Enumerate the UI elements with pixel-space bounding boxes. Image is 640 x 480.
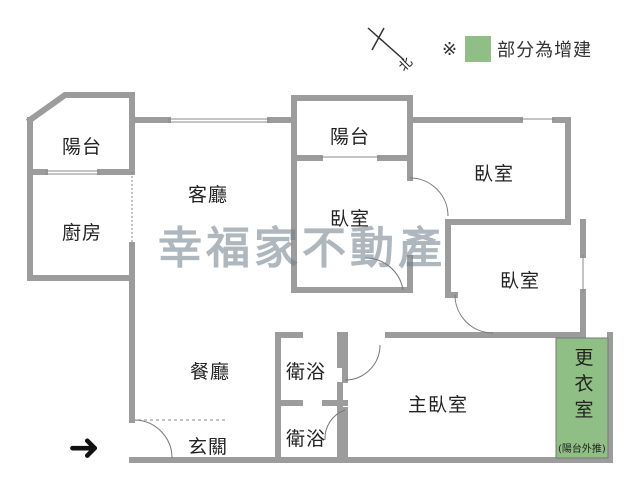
wall-balcony-left — [25, 92, 135, 125]
watermark-logo: 幸福家不動產 — [158, 223, 446, 274]
legend: ※ 部分為增建 — [442, 36, 592, 62]
room-entrance: 玄關 — [188, 436, 229, 458]
entry-arrow-icon: ➜ — [68, 425, 100, 469]
room-kitchen: 廚房 — [62, 222, 103, 244]
room-balcony-center: 陽台 — [330, 126, 371, 148]
north-icon-label: 北 — [396, 55, 416, 75]
closet-char-2: 衣 — [574, 373, 594, 395]
north-compass — [367, 27, 405, 61]
door-swing-center — [409, 177, 449, 217]
room-bath-2: 衛浴 — [286, 428, 327, 450]
wall-right-bedroom — [445, 219, 458, 298]
room-bath-1: 衛浴 — [286, 361, 327, 383]
legend-swatch — [465, 36, 492, 62]
room-bedroom-right: 臥室 — [500, 270, 541, 292]
closet-char-1: 更 — [574, 347, 594, 369]
legend-text: 部分為增建 — [497, 40, 593, 61]
legend-mark: ※ — [442, 38, 458, 60]
room-living: 客廳 — [188, 184, 229, 206]
wall-left-outer — [27, 117, 135, 423]
closet-note: (陽台外推) — [558, 444, 606, 455]
room-bedroom-top-right: 臥室 — [474, 163, 515, 185]
room-master: 主臥室 — [408, 394, 469, 416]
room-closet: 更 衣 室 — [560, 345, 608, 423]
closet-char-3: 室 — [574, 399, 594, 421]
room-dining: 餐廳 — [190, 361, 231, 383]
room-balcony-left: 陽台 — [62, 136, 103, 158]
closet-area — [555, 337, 609, 459]
room-bedroom-center: 臥室 — [330, 208, 371, 230]
wall-center-block — [291, 95, 413, 123]
